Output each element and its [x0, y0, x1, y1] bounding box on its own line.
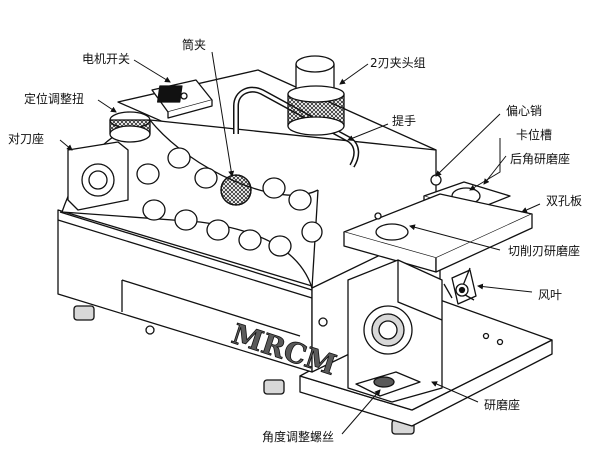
- fan-blade-part: [443, 267, 477, 305]
- collet-part: [220, 174, 252, 206]
- position-knob-part: [109, 111, 151, 143]
- label-eccentric-pin: 偏心销: [506, 104, 543, 118]
- label-grind-seat: 研磨座: [484, 398, 521, 412]
- label-handle: 提手: [392, 114, 417, 128]
- label-detent-slot: 卡位槽: [516, 128, 553, 142]
- label-two-flute-chuck: 2刃夹头组: [370, 56, 426, 70]
- label-clearance-grind-seat: 后角研磨座: [510, 152, 571, 166]
- motor-switch-part: [151, 79, 213, 119]
- label-angle-screw: 角度调整螺丝: [262, 430, 335, 444]
- leader-lines: [59, 51, 541, 435]
- label-fan-blade: 风叶: [538, 288, 563, 302]
- label-cutting-edge-grind-seat: 切削刃研磨座: [508, 244, 581, 258]
- double-hole-plate-part: [343, 193, 533, 273]
- grind-seat-part: [347, 259, 443, 403]
- two-flute-chuck-part: [287, 55, 345, 136]
- label-collet: 筒夹: [182, 38, 207, 52]
- tool-seat-part: [67, 141, 129, 211]
- label-tool-seat: 对刀座: [8, 132, 45, 146]
- label-position-knob: 定位调整扭: [24, 92, 85, 106]
- carry-handle: [233, 86, 360, 168]
- label-motor-switch: 电机开关: [82, 52, 131, 66]
- label-double-hole-plate: 双孔板: [546, 194, 583, 208]
- collet-holes: [136, 147, 323, 257]
